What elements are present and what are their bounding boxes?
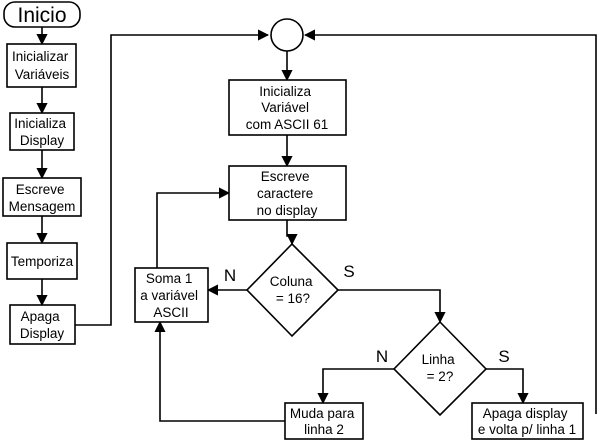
node-escreve-caractere: Escreve caractere no display <box>228 165 347 221</box>
edge-linha-yes-to-apaga-volta <box>486 368 529 405</box>
node-apaga-display-line-1: Apaga <box>21 309 61 324</box>
node-temporiza: Temporiza <box>6 242 78 280</box>
edge-soma-to-escreve <box>156 187 231 268</box>
edge-muda-to-soma <box>154 320 285 422</box>
node-escreve-caractere-line-1: Escreve <box>261 169 310 184</box>
svg-text:Linha = 2?: Linha = 2? <box>422 352 459 384</box>
node-connector-circle <box>270 18 304 52</box>
node-inicializa-variavel-ascii-line-3: com ASCII 61 <box>246 117 329 132</box>
node-escreve-mensagem-line-1: Escreve <box>16 182 65 197</box>
node-inicializa-display-line-2: Display <box>20 133 65 148</box>
node-inicializa-variavel-ascii: Inicializa Variável com ASCII 61 <box>228 79 347 136</box>
edge-escreve-to-coluna <box>286 220 298 246</box>
node-coluna-decision: Coluna = 16? <box>245 242 340 338</box>
svg-text:Inicializar Variáveis: Inicializar Variáveis <box>12 49 72 82</box>
svg-text:Apaga Display: Apaga Display <box>20 309 65 341</box>
svg-text:Escreve caractere: Escreve caractere no display <box>257 169 318 218</box>
node-apaga-display-volta-line-1: Apaga display <box>483 406 568 421</box>
edge-coluna-yes-to-linha <box>338 289 446 324</box>
node-muda-linha-2-line-2: linha 2 <box>304 422 344 437</box>
node-inicializa-variavel-ascii-line-2: Variável <box>261 100 309 115</box>
node-inicializar-variaveis-line-2: Variáveis <box>15 67 70 82</box>
node-coluna-line-1: Coluna <box>270 274 313 289</box>
svg-text:Apaga display e volta p/: Apaga display e volta p/ linha 1 <box>478 406 576 437</box>
svg-text:Inicializa Display: Inicializa Display <box>14 116 70 148</box>
node-linha-line-2: = 2? <box>427 369 454 384</box>
node-inicio-label: Inicio <box>17 4 66 27</box>
edge-label-coluna-no: N <box>224 266 236 285</box>
node-muda-linha-2: Muda para linha 2 <box>284 402 364 440</box>
edge-loop-to-connector <box>303 29 597 414</box>
node-soma-1-line-2: a variável <box>140 288 198 303</box>
node-soma-1-line-3: ASCII <box>153 305 188 320</box>
node-inicializar-variaveis-line-1: Inicializar <box>12 49 69 64</box>
node-escreve-caractere-line-2: caractere <box>257 186 313 201</box>
node-muda-linha-2-line-1: Muda para <box>290 406 355 421</box>
node-apaga-display-volta: Apaga display e volta p/ linha 1 <box>471 402 584 440</box>
svg-text:Escreve Mensagem: Escreve Mensagem <box>9 182 76 214</box>
edge-label-coluna-yes: S <box>343 262 354 281</box>
svg-text:Inicializa Variável: Inicializa Variável com ASCII 61 <box>246 84 329 132</box>
edge-linha-no-to-muda <box>317 368 394 405</box>
node-soma-1: Soma 1 a variável ASCII <box>134 267 209 323</box>
node-inicializa-display: Inicializa Display <box>9 112 75 151</box>
node-soma-1-line-1: Soma 1 <box>146 271 193 286</box>
node-linha-line-1: Linha <box>422 352 456 367</box>
node-escreve-caractere-line-3: no display <box>257 203 318 218</box>
node-inicio: Inicio <box>3 1 81 28</box>
node-temporiza-line-1: Temporiza <box>11 254 74 269</box>
node-escreve-mensagem: Escreve Mensagem <box>2 177 82 217</box>
node-escreve-mensagem-line-2: Mensagem <box>9 199 76 214</box>
edge-label-linha-no: N <box>376 347 388 366</box>
svg-text:Muda para linha 2: Muda para linha 2 <box>290 406 358 437</box>
node-inicializa-display-line-1: Inicializa <box>14 116 66 131</box>
edge-apaga-to-connector <box>75 29 270 326</box>
node-inicializa-variavel-ascii-line-1: Inicializa <box>259 84 311 99</box>
node-apaga-display: Apaga Display <box>9 304 76 345</box>
node-linha-decision: Linha = 2? <box>392 320 488 417</box>
svg-text:Coluna = 16?: Coluna = 16? <box>270 274 317 306</box>
node-coluna-line-2: = 16? <box>276 291 310 306</box>
node-apaga-display-volta-line-2: e volta p/ linha 1 <box>478 422 576 437</box>
edge-label-linha-yes: S <box>498 347 509 366</box>
svg-text:Soma 1 a variável: Soma 1 a variável ASCII <box>140 271 202 320</box>
svg-text:Temporiza: Temporiza <box>11 254 74 269</box>
node-inicializar-variaveis: Inicializar Variáveis <box>6 43 77 88</box>
connectors <box>36 27 597 422</box>
node-apaga-display-line-2: Display <box>20 326 65 341</box>
